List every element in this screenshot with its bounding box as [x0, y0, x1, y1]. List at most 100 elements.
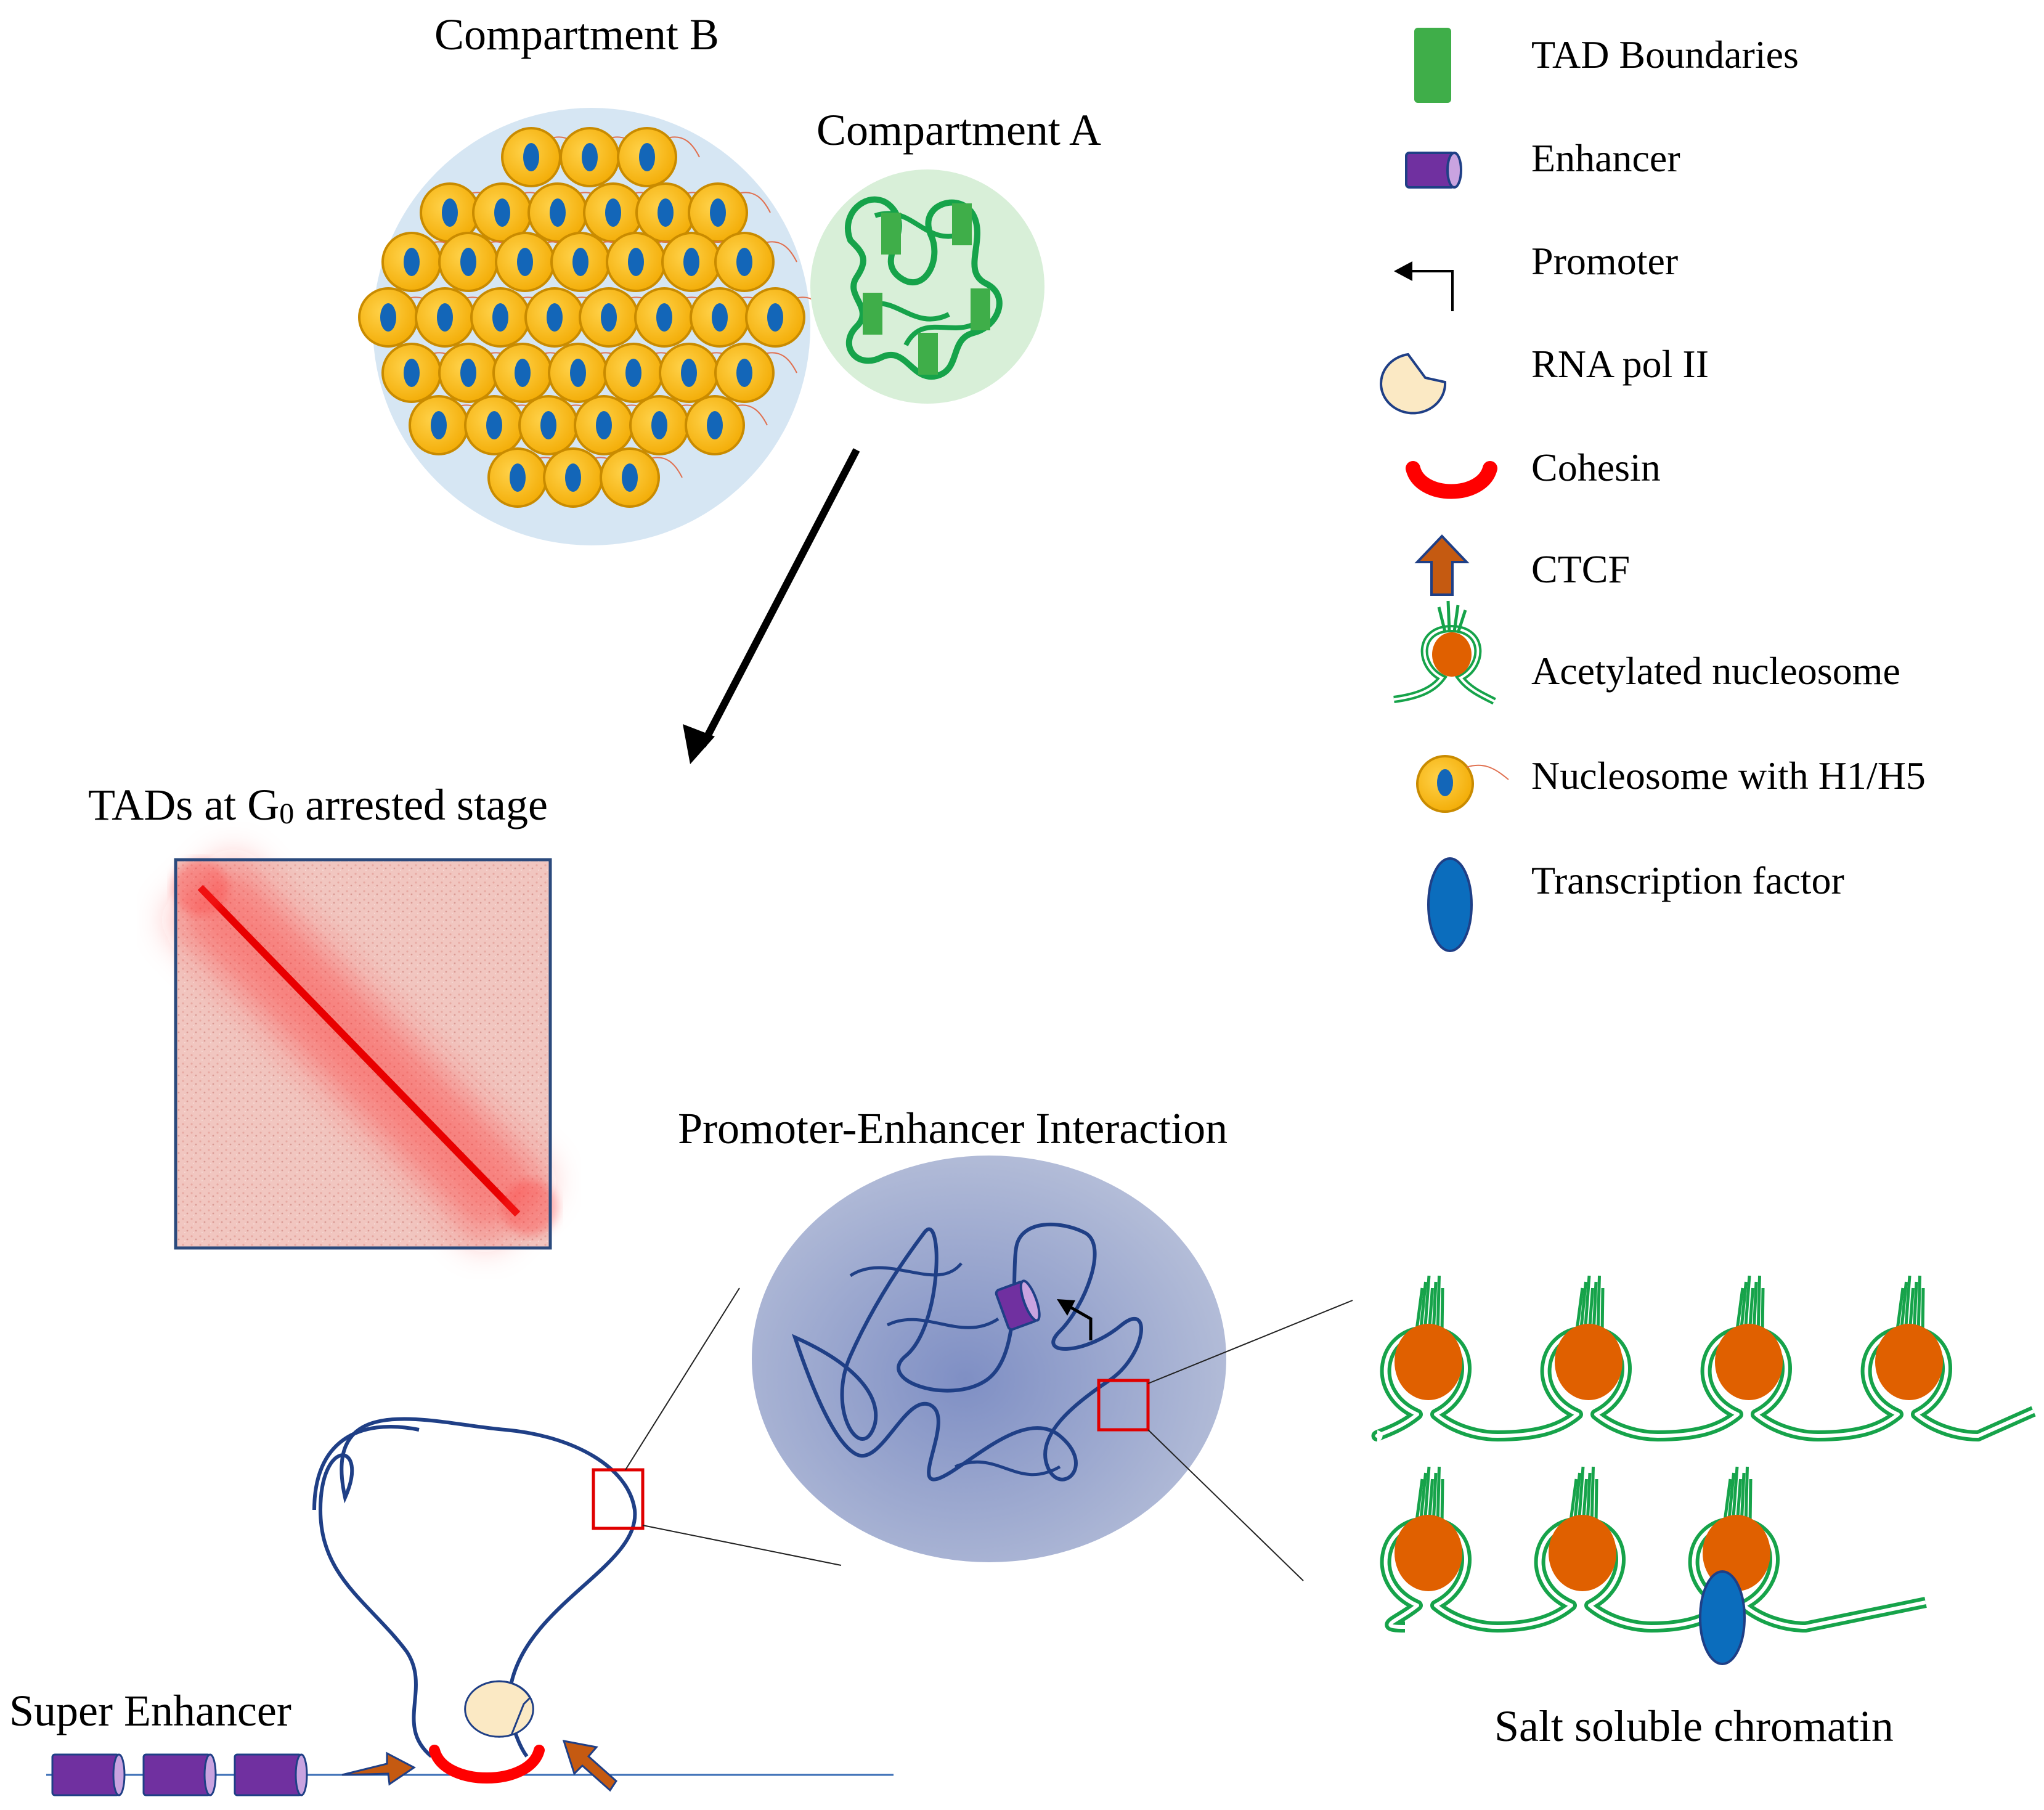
tad-boundary-marker	[881, 213, 901, 255]
nucleosome-h1-h5	[415, 287, 498, 348]
tad-boundary-marker	[863, 293, 882, 335]
compartment-a: Compartment A	[810, 105, 1101, 404]
legend-label: Promoter	[1531, 239, 1678, 283]
legend-label: Cohesin	[1531, 446, 1661, 489]
nucleosome-h1-h5	[438, 343, 521, 403]
nucleosome-h1-h5	[603, 343, 686, 403]
nucleosome-h1-h5	[381, 232, 465, 292]
nucleosome-h1-h5	[438, 232, 521, 292]
salt-soluble-title: Salt soluble chromatin	[1494, 1702, 1894, 1751]
nucleosome-h1-h5	[472, 182, 555, 243]
legend-label: RNA pol II	[1531, 342, 1709, 386]
tad-boundary-marker	[971, 288, 990, 330]
nucleosome-h1-h5	[617, 127, 700, 187]
ctcf-left	[341, 1751, 416, 1786]
rna-pol-ii-icon	[1380, 353, 1447, 415]
nucleosome-h1-h5	[543, 447, 626, 508]
nucleosome-h1-h5	[560, 127, 643, 187]
nucleosome-h1-h5	[606, 232, 689, 292]
chromatin-fiber	[1380, 1517, 1927, 1633]
super-enhancer-loop: Super Enhancer	[9, 1287, 894, 1796]
chromatin-fiber-inner	[1375, 1329, 2035, 1438]
pe-enhancer	[995, 1279, 1041, 1331]
nucleosome-h1-h5	[714, 232, 797, 292]
nucleosome-h1-h5	[487, 447, 571, 508]
heatmap-border	[174, 858, 552, 1250]
acetylated-nucleosome	[1395, 1275, 1462, 1400]
legend-item-transcription-factor: Transcription factor	[1427, 857, 1844, 952]
legend-item-ctcf: CTCF	[1414, 534, 1630, 596]
legend-item-nucleosome-h1-h5: Nucleosome with H1/H5	[1416, 754, 1926, 813]
chromatin-loop	[318, 1417, 637, 1758]
super-enhancer-element	[51, 1753, 126, 1796]
compartment-a-circle	[810, 169, 1044, 404]
legend-label: CTCF	[1531, 547, 1630, 591]
nucleosome-h1-h5	[579, 287, 662, 348]
legend-item-promoter: Promoter	[1394, 239, 1678, 311]
legend-item-acetylated-nucleosome: Acetylated nucleosome	[1393, 600, 1900, 705]
super-enhancer-title: Super Enhancer	[9, 1686, 291, 1735]
heatmap-corner-glow	[502, 1180, 558, 1236]
nucleosome-h1-h5	[629, 395, 712, 455]
loop-zoom-box	[592, 1468, 645, 1530]
nucleosome-h1-h5	[518, 395, 601, 455]
zoom-arrow-head	[683, 724, 715, 764]
tad-boundary-icon	[1414, 28, 1451, 103]
legend: TAD Boundaries Enhancer Promoter RNA pol…	[1380, 28, 1926, 952]
legend-label: Nucleosome with H1/H5	[1531, 754, 1926, 797]
acetylated-nucleosome	[1555, 1275, 1623, 1400]
heatmap-corner-glow	[173, 860, 228, 915]
tad-boundary-marker	[918, 333, 938, 375]
zoom-line	[625, 1287, 740, 1470]
zoom-arrow-line	[699, 448, 860, 748]
nucleosome-h1-h5-icon	[1416, 755, 1509, 813]
legend-item-rna-pol-ii: RNA pol II	[1380, 342, 1709, 415]
compartment-b-title: Compartment B	[434, 10, 719, 59]
legend-label: Enhancer	[1531, 136, 1680, 180]
legend-item-tad-boundaries: TAD Boundaries	[1414, 28, 1799, 103]
pe-zoom-box	[1097, 1379, 1150, 1432]
rna-pol-ii-right	[464, 1680, 531, 1738]
chromatin-loop-top	[312, 1425, 420, 1510]
acetylated-nucleosome	[1715, 1275, 1783, 1400]
zoom-line	[642, 1525, 842, 1566]
cohesin	[429, 1745, 545, 1784]
nucleosome-h1-h5	[548, 343, 631, 403]
acetylated-nucleosome-icon	[1393, 600, 1496, 705]
nucleosome-h1-h5	[600, 447, 683, 508]
nucleosome-h1-h5	[634, 287, 717, 348]
legend-label: Acetylated nucleosome	[1531, 649, 1900, 693]
transcription-factor-icon	[1427, 857, 1473, 952]
tad-heatmap-panel: TADs at G0 arrested stage	[88, 780, 558, 1250]
nucleosome-h1-h5	[688, 182, 771, 243]
pe-promoter-head	[1057, 1299, 1075, 1316]
compartment-a-title: Compartment A	[816, 105, 1101, 155]
promoter-enhancer-panel: Promoter-Enhancer Interaction	[678, 1104, 1353, 1581]
nucleosome-h1-h5	[685, 395, 768, 455]
nucleosome-cluster	[358, 127, 828, 508]
enhancer-icon	[1405, 152, 1462, 189]
salt-soluble-chromatin: Salt soluble chromatin	[1371, 1275, 2036, 1751]
legend-item-enhancer: Enhancer	[1405, 136, 1680, 189]
nucleosome-h1-h5	[501, 127, 584, 187]
nucleosome-h1-h5	[470, 287, 553, 348]
acetylated-nucleosome	[1549, 1466, 1616, 1591]
super-enhancer-element	[142, 1753, 217, 1796]
super-enhancer-element	[234, 1753, 308, 1796]
acetylated-nucleosome	[1875, 1275, 1943, 1400]
tad-boundary-marker	[952, 203, 972, 245]
pe-promoter-arrow	[1068, 1305, 1093, 1340]
legend-label: TAD Boundaries	[1531, 33, 1799, 76]
ctcf-right	[562, 1740, 617, 1792]
tads-title: TADs at G0 arrested stage	[88, 780, 548, 830]
legend-item-cohesin: Cohesin	[1406, 446, 1661, 499]
compartment-a-chromatin	[845, 196, 1003, 380]
legend-label: Transcription factor	[1531, 858, 1844, 902]
acetylated-nucleosome	[1703, 1466, 1770, 1591]
nucleosome-h1-h5	[714, 343, 797, 403]
ctcf-icon	[1414, 534, 1470, 596]
compartment-b: Compartment B	[358, 10, 828, 545]
promoter-icon-head	[1394, 261, 1412, 281]
